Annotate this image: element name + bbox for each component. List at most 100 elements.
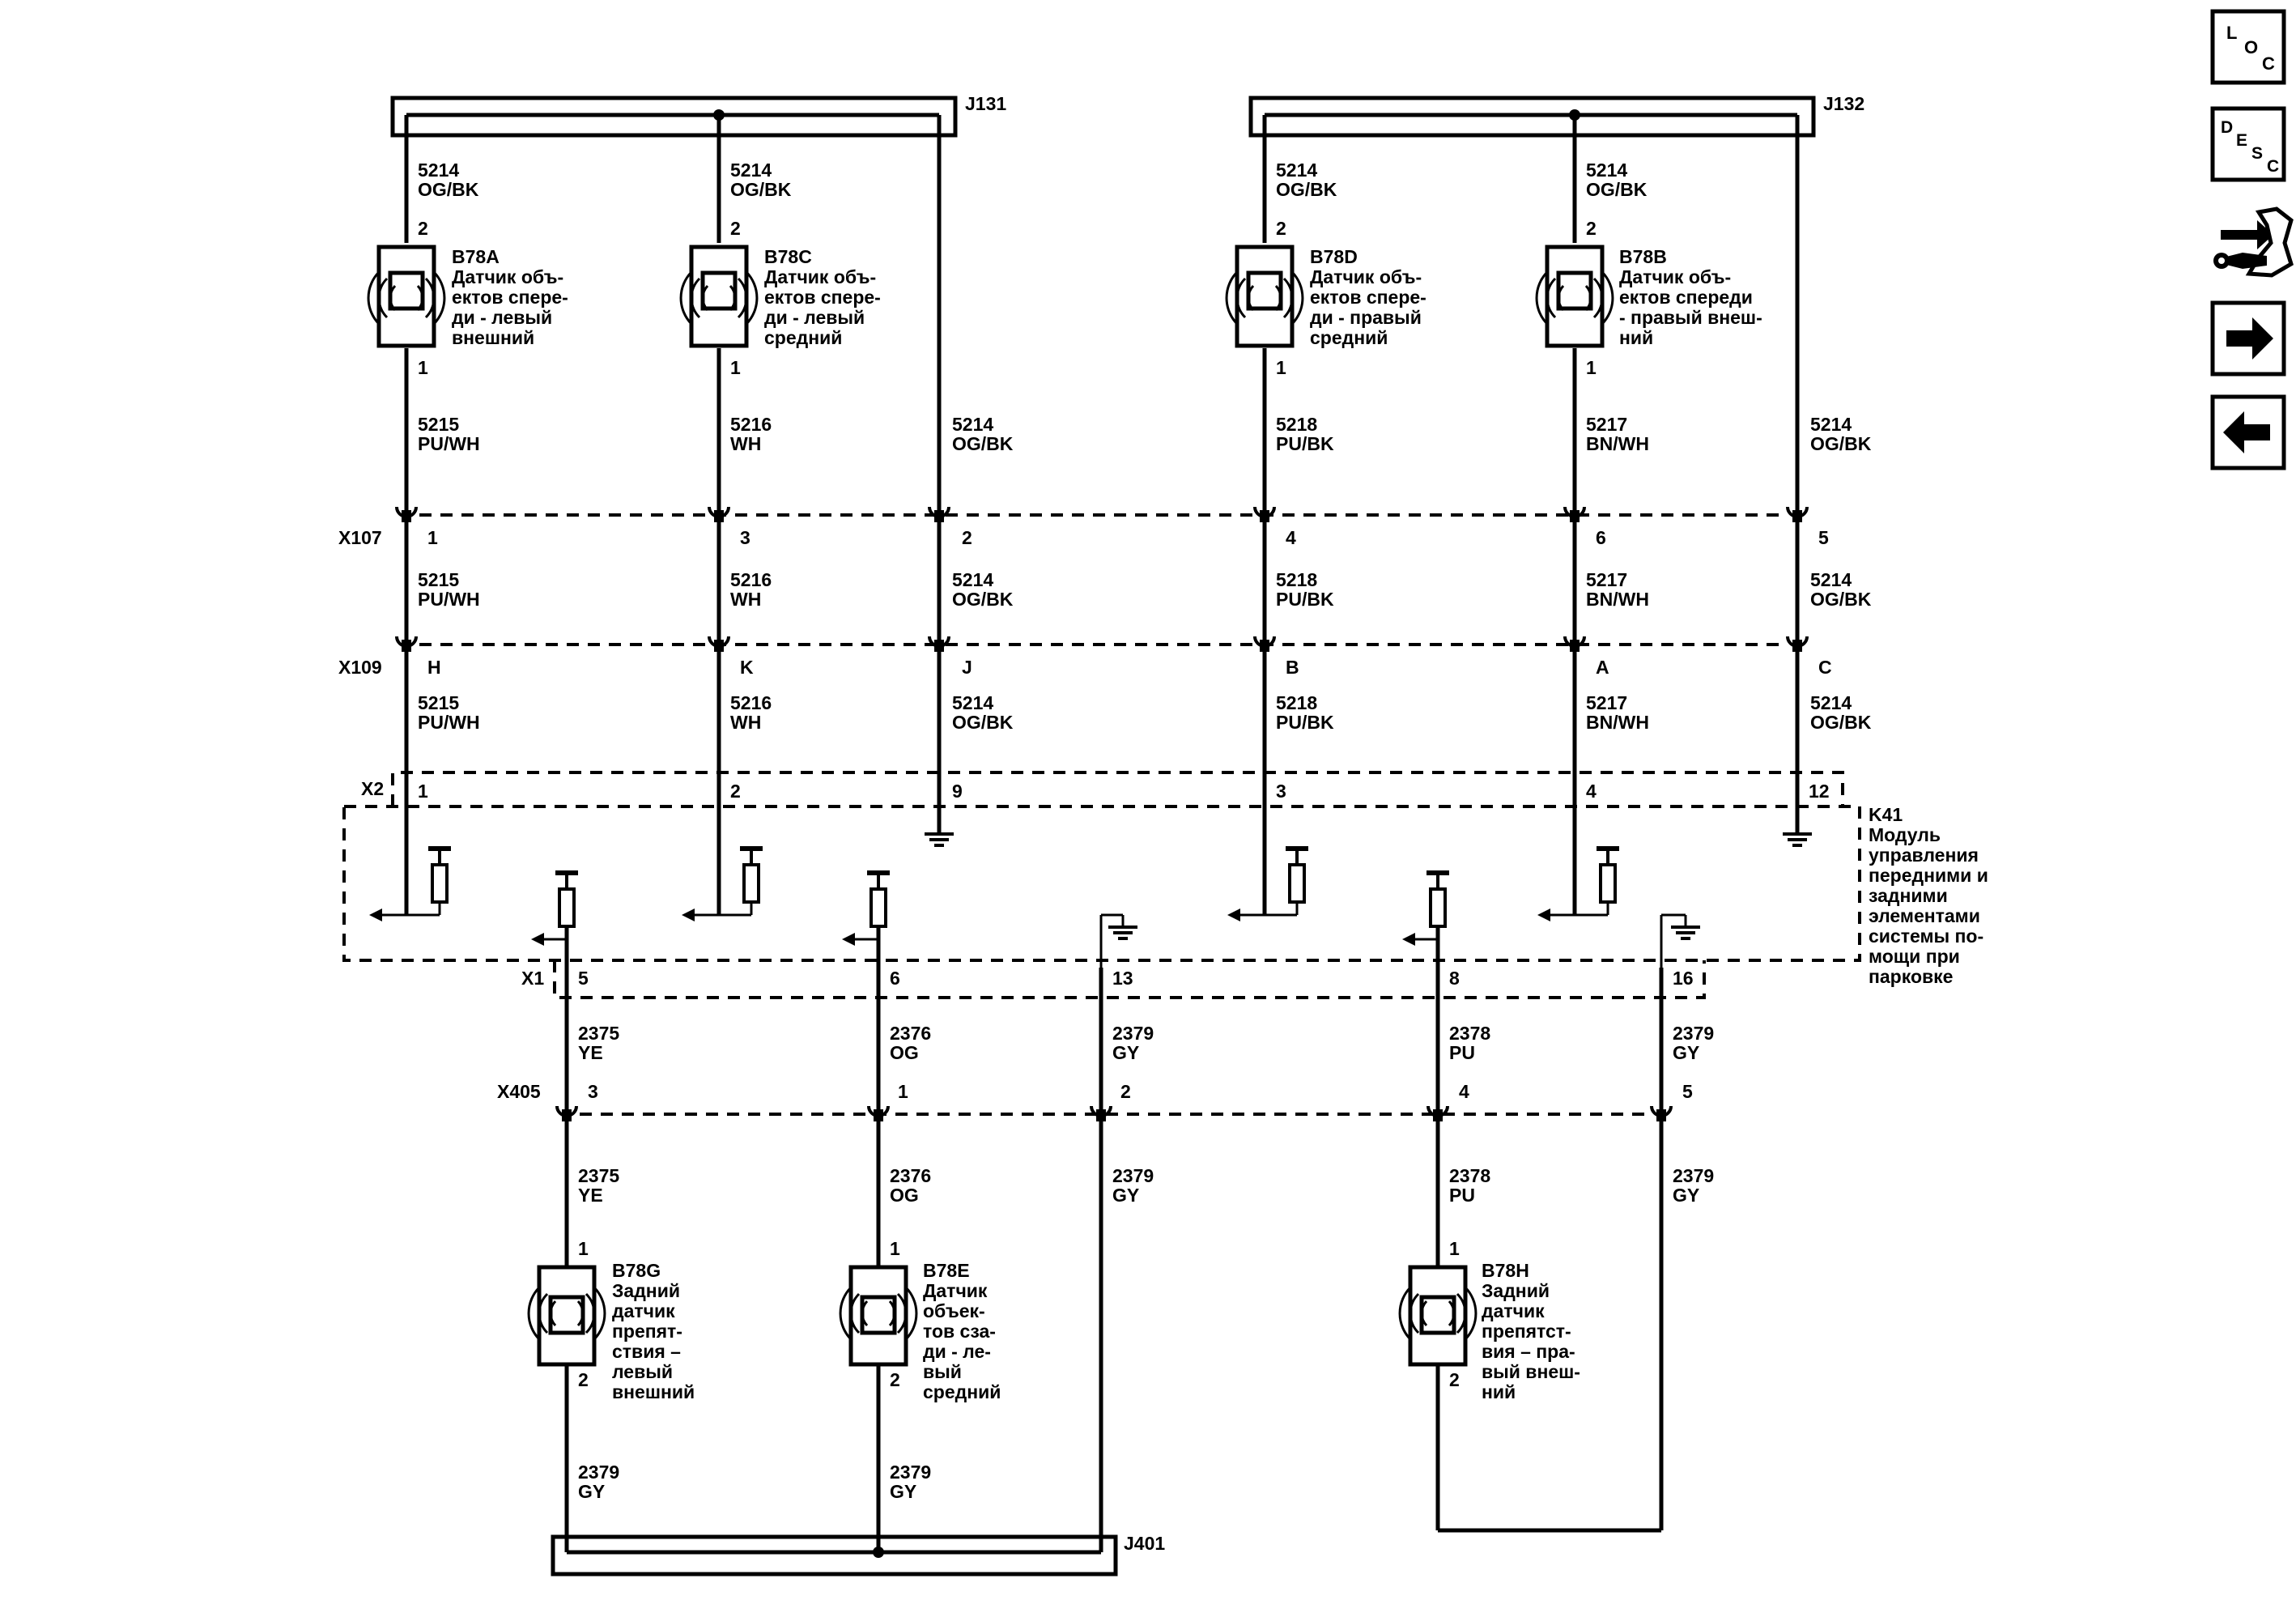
svg-text:C: C	[1818, 657, 1832, 678]
svg-text:GY: GY	[890, 1481, 916, 1502]
svg-text:L: L	[2226, 23, 2237, 43]
svg-text:6: 6	[890, 968, 900, 989]
svg-text:9: 9	[952, 781, 963, 802]
svg-text:OG/BK: OG/BK	[1810, 433, 1872, 454]
svg-text:OG/BK: OG/BK	[952, 433, 1014, 454]
svg-text:вый внеш-: вый внеш-	[1482, 1361, 1580, 1382]
svg-text:мощи при: мощи при	[1869, 946, 1960, 967]
arrow-right-icon[interactable]	[2210, 300, 2286, 377]
arrow-left-icon[interactable]	[2210, 394, 2286, 470]
ground-icon	[923, 832, 955, 847]
svg-text:2: 2	[1276, 218, 1286, 239]
svg-text:1: 1	[730, 357, 741, 378]
svg-text:OG: OG	[890, 1185, 919, 1206]
splice-j401: J401	[551, 1533, 1165, 1577]
svg-text:OG/BK: OG/BK	[730, 179, 792, 200]
svg-text:16: 16	[1673, 968, 1694, 989]
svg-text:5214: 5214	[1810, 414, 1852, 435]
component-connector-icon[interactable]	[2213, 206, 2294, 278]
svg-text:2: 2	[730, 218, 741, 239]
svg-text:5214: 5214	[952, 414, 993, 435]
svg-text:2: 2	[1120, 1081, 1131, 1102]
svg-text:1: 1	[1449, 1238, 1460, 1259]
svg-text:объек-: объек-	[923, 1300, 985, 1321]
svg-text:5214: 5214	[1810, 569, 1852, 590]
svg-text:задними: задними	[1869, 885, 1948, 906]
svg-text:2: 2	[730, 781, 741, 802]
svg-text:X405: X405	[497, 1081, 541, 1102]
svg-text:PU/WH: PU/WH	[418, 433, 480, 454]
input-circuit-1	[369, 849, 451, 921]
connector-x405: X405 3 1 2 4 5	[497, 1081, 1693, 1123]
svg-text:5215: 5215	[418, 414, 459, 435]
svg-text:тов сза-: тов сза-	[923, 1321, 996, 1342]
svg-text:X1: X1	[521, 968, 544, 989]
svg-text:1: 1	[418, 781, 428, 802]
svg-text:E: E	[2236, 131, 2247, 150]
svg-text:H: H	[427, 657, 441, 678]
sensor-b78d-id: B78D	[1310, 246, 1358, 267]
svg-text:WH: WH	[730, 589, 761, 610]
ground-return-16	[1660, 913, 1702, 968]
svg-text:3: 3	[588, 1081, 598, 1102]
svg-text:OG/BK: OG/BK	[952, 589, 1014, 610]
input-circuit-5	[531, 873, 578, 946]
svg-text:4: 4	[1286, 527, 1296, 548]
sensor-b78a[interactable]: 2 1 B78A Датчик объ- ектов спере- ди - л…	[367, 218, 568, 378]
svg-text:системы по-: системы по-	[1869, 926, 1983, 947]
svg-text:ний: ний	[1482, 1381, 1516, 1402]
input-circuit-8	[1402, 873, 1449, 946]
svg-text:Датчик объ-: Датчик объ-	[1619, 266, 1731, 287]
svg-text:5214: 5214	[730, 160, 772, 181]
loc-icon[interactable]: L O C	[2210, 9, 2286, 85]
resistor-icon	[1597, 849, 1619, 902]
svg-text:5: 5	[1682, 1081, 1693, 1102]
svg-text:A: A	[1596, 657, 1609, 678]
svg-text:5218: 5218	[1276, 569, 1317, 590]
svg-text:передними и: передними и	[1869, 865, 1988, 886]
svg-text:WH: WH	[730, 433, 761, 454]
sensor-b78d[interactable]: 2 1 B78D Датчик объ- ектов спере- ди - п…	[1225, 218, 1426, 378]
sensor-b78b[interactable]: 2 1 B78B Датчик объ- ектов спереди - пра…	[1535, 218, 1762, 378]
svg-text:2: 2	[1586, 218, 1597, 239]
module-k41-label: K41 Модуль управления передними и задним…	[1869, 804, 1988, 987]
svg-text:PU/WH: PU/WH	[418, 712, 480, 733]
resistor-icon	[867, 873, 890, 926]
svg-text:3: 3	[1276, 781, 1286, 802]
sensor-b78h[interactable]: 1 2 B78H Задний датчик препятст- вия – п…	[1398, 1238, 1580, 1402]
svg-text:2: 2	[890, 1369, 900, 1390]
svg-text:2379: 2379	[1673, 1165, 1714, 1186]
svg-text:5214: 5214	[1810, 692, 1852, 713]
svg-text:2: 2	[418, 218, 428, 239]
module-k41[interactable]: X2 X1 1 2 9 3 4 12	[342, 771, 1988, 999]
svg-text:3: 3	[740, 527, 750, 548]
sensor-b78c[interactable]: 2 1 B78C Датчик объ- ектов спере- ди - л…	[679, 218, 881, 378]
input-circuit-2	[682, 849, 763, 921]
input-circuit-4	[1537, 849, 1619, 921]
svg-text:1: 1	[427, 527, 438, 548]
ground-icon	[1781, 832, 1813, 847]
connector-x109: X109 H K J B A C	[338, 635, 1832, 678]
splice-j132: J132	[1248, 93, 1864, 138]
svg-text:ектов спереди: ектов спереди	[1619, 287, 1753, 308]
sensor-b78e[interactable]: 1 2 B78E Датчик объек- тов сза- ди - ле-…	[839, 1238, 1001, 1402]
svg-text:2379: 2379	[890, 1462, 931, 1483]
svg-text:2375: 2375	[578, 1165, 619, 1186]
svg-text:Задний: Задний	[1482, 1280, 1550, 1301]
svg-text:C: C	[2267, 157, 2279, 176]
desc-icon[interactable]: D E S C	[2210, 106, 2286, 182]
input-circuit-3	[1227, 849, 1308, 921]
svg-text:управления: управления	[1869, 845, 1979, 866]
svg-text:GY: GY	[578, 1481, 605, 1502]
sensor-b78g[interactable]: 1 2 B78G Задний датчик препят- ствия – л…	[527, 1238, 695, 1402]
svg-text:GY: GY	[1673, 1042, 1699, 1063]
svg-text:OG/BK: OG/BK	[1810, 589, 1872, 610]
svg-text:OG/BK: OG/BK	[1810, 712, 1872, 733]
input-circuit-6	[842, 873, 890, 946]
svg-text:5216: 5216	[730, 692, 772, 713]
svg-text:X109: X109	[338, 657, 382, 678]
sensor-b78c-id: B78C	[764, 246, 812, 267]
svg-text:ди - правый: ди - правый	[1310, 307, 1422, 328]
